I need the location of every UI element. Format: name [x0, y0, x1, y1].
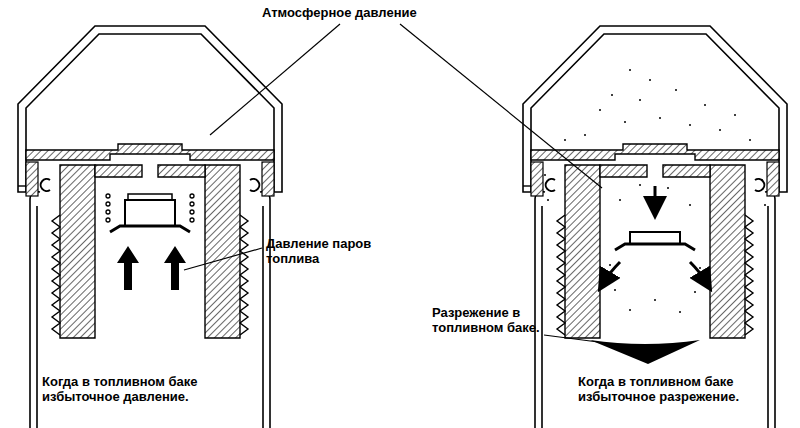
leader-lines	[184, 24, 602, 342]
callout-label: Разрежение в топливном баке.	[432, 305, 564, 335]
air-flow-arrows	[604, 186, 706, 282]
vacuum-valve	[615, 232, 695, 250]
atmosphere-stipple	[544, 69, 766, 313]
caption-text: Когда в топливном баке избыточное разреж…	[578, 374, 783, 404]
vapour-pressure-arrows	[117, 246, 186, 290]
vacuum-arrow	[590, 340, 700, 364]
callout-label: Атмосферное давление	[262, 5, 482, 20]
caption-text: Когда в топливном баке избыточное давлен…	[42, 374, 242, 404]
right-fuel-cap	[523, 26, 787, 428]
left-fuel-cap	[18, 26, 282, 428]
callout-label: Давление паров топлива	[266, 236, 394, 266]
pressure-valve	[106, 194, 194, 232]
